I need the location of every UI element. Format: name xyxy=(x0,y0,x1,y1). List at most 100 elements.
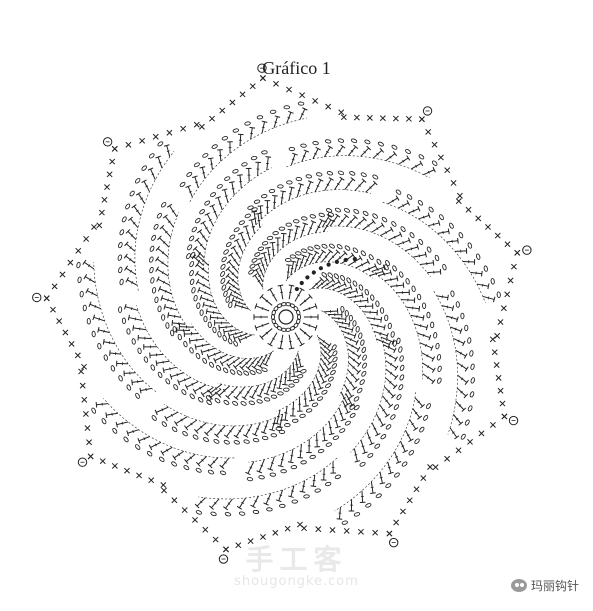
spiral-guide xyxy=(433,291,458,435)
chain-stitch xyxy=(161,421,167,427)
stitch-bar xyxy=(263,502,269,506)
watermark-url: shougongke.com xyxy=(234,574,359,589)
single-crochet-mark xyxy=(83,235,90,242)
stitch-cross xyxy=(258,274,261,277)
single-crochet-mark xyxy=(78,368,85,375)
stitch-cross xyxy=(393,235,396,239)
stitch-bar xyxy=(369,442,375,446)
stitch-cross xyxy=(145,388,147,391)
chain-stitch xyxy=(292,378,300,384)
stitch-bar xyxy=(328,217,334,222)
chain-stitch xyxy=(253,199,261,204)
stitch-bar xyxy=(261,251,267,255)
chain-stitch xyxy=(325,383,332,389)
stitch-bar xyxy=(245,471,251,476)
stitch-cross xyxy=(279,419,283,422)
stitch-cross xyxy=(151,173,155,176)
chain-stitch xyxy=(359,379,365,385)
stitch-cross xyxy=(458,404,462,407)
stitch-cross xyxy=(140,197,143,200)
stitch-bar xyxy=(310,220,317,224)
chain-stitch xyxy=(112,427,118,434)
stitch-bar xyxy=(275,499,282,503)
stitch-cross xyxy=(324,350,327,354)
chain-stitch xyxy=(357,387,363,394)
stitch-bar xyxy=(354,378,360,383)
chain-stitch xyxy=(222,334,227,342)
chain-stitch xyxy=(450,290,455,297)
single-crochet-mark xyxy=(406,497,413,504)
chain-stitch xyxy=(277,184,284,189)
stitch-cross xyxy=(350,150,354,153)
stitch-bar xyxy=(163,303,166,310)
chain-stitch xyxy=(271,309,276,316)
chain-stitch xyxy=(119,229,125,236)
stitch-bar xyxy=(277,425,283,428)
chain-stitch xyxy=(391,221,397,227)
single-crochet-mark xyxy=(420,475,427,482)
stitch-cross xyxy=(131,281,134,285)
stitch-cross xyxy=(224,195,228,197)
slip-stitch-dot xyxy=(334,259,339,265)
stitch-bar xyxy=(390,226,394,232)
spiral-guide xyxy=(253,189,371,228)
single-crochet-mark xyxy=(500,305,507,312)
stitch-cross xyxy=(306,187,310,189)
stitch-bar xyxy=(295,370,301,373)
stitch-bar xyxy=(388,471,394,475)
single-crochet-mark xyxy=(393,519,400,526)
stitch-bar xyxy=(256,394,263,398)
single-crochet-mark xyxy=(101,196,108,203)
stitch-bar xyxy=(259,293,264,299)
chain-stitch xyxy=(220,277,226,284)
picot xyxy=(388,537,399,548)
stitch-bar xyxy=(417,415,423,420)
single-crochet-mark xyxy=(467,438,473,445)
stitch-bar xyxy=(327,348,333,354)
stitch-cross xyxy=(254,500,258,503)
stitch-cross xyxy=(454,327,457,331)
single-crochet-mark xyxy=(427,464,434,470)
chain-stitch xyxy=(191,287,196,294)
stitch-cross xyxy=(337,285,340,289)
chain-stitch xyxy=(244,121,251,126)
chain-stitch xyxy=(123,436,129,443)
chain-stitch xyxy=(436,354,442,361)
stitch-bar xyxy=(194,270,199,277)
stitch-bar xyxy=(261,120,268,123)
spiral-guide xyxy=(136,305,225,390)
chain-stitch xyxy=(343,207,350,213)
chain-stitch xyxy=(341,520,349,525)
stitch-cross xyxy=(261,126,265,129)
single-crochet-mark xyxy=(181,507,188,514)
stitch-cross xyxy=(318,256,321,259)
stitch-cross xyxy=(274,121,278,123)
stitch-cross xyxy=(290,267,294,270)
single-crochet-mark xyxy=(455,198,462,205)
stitch-bar xyxy=(154,409,158,416)
stitch-cross xyxy=(391,199,394,203)
stitch-bar xyxy=(394,356,398,362)
stitch-cross xyxy=(213,210,217,213)
chain-stitch xyxy=(210,192,217,198)
slip-stitch-dot xyxy=(343,257,348,263)
stitch-bar xyxy=(242,225,249,228)
stitch-cross xyxy=(205,227,208,230)
stitch-cross xyxy=(212,460,216,464)
stitch-bar xyxy=(402,282,405,288)
stitch-bar xyxy=(349,394,355,399)
chain-stitch xyxy=(349,412,356,418)
single-crochet-mark xyxy=(432,464,439,471)
chain-stitch xyxy=(399,364,405,371)
chain-stitch xyxy=(334,474,342,480)
single-crochet-mark xyxy=(84,425,91,432)
stitch-bar xyxy=(431,367,436,373)
spiral-guide xyxy=(318,225,431,278)
chain-stitch xyxy=(211,144,218,149)
chain-stitch xyxy=(260,194,268,199)
chain-stitch xyxy=(417,293,422,301)
chain-stitch xyxy=(395,189,402,195)
chain-stitch xyxy=(411,285,416,293)
stitch-cross xyxy=(267,357,270,360)
single-crochet-mark xyxy=(62,329,69,336)
